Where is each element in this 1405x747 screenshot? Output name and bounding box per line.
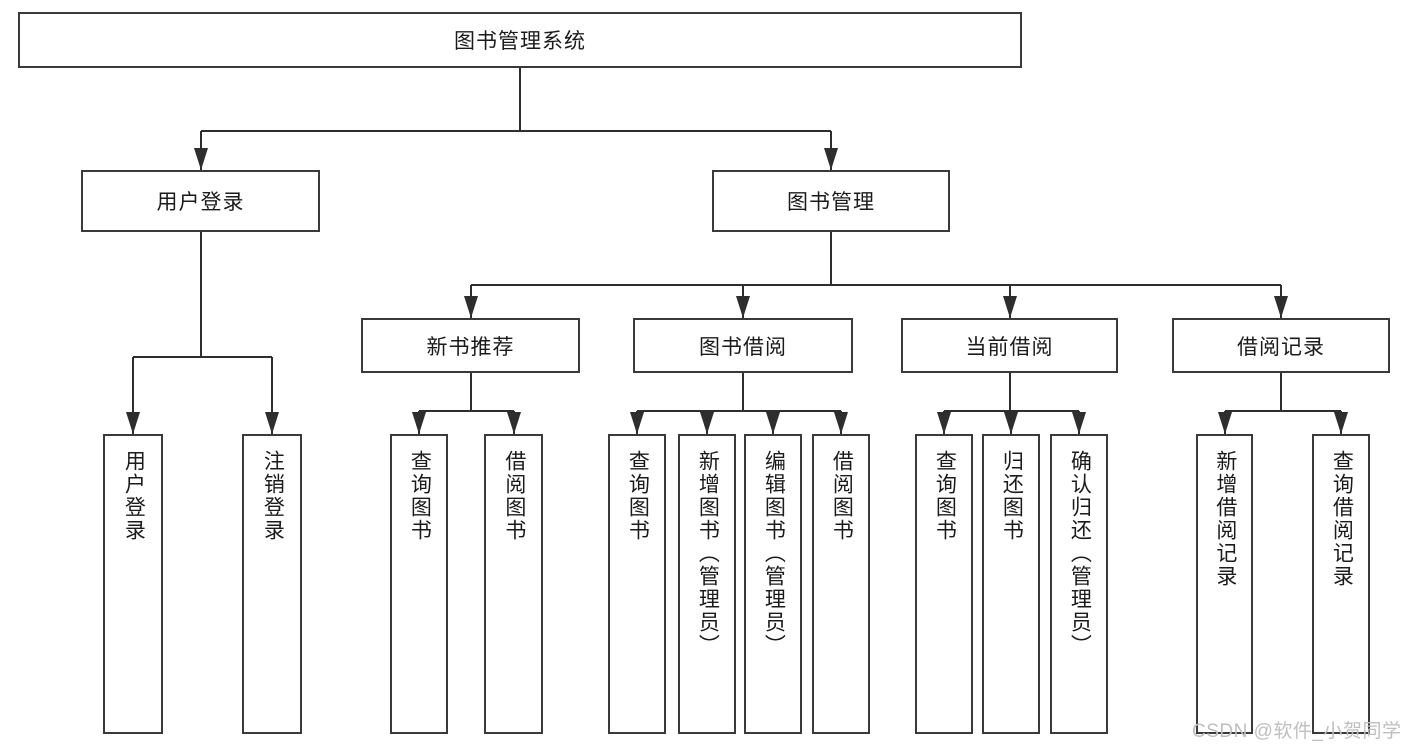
node-label: 图书借阅: [699, 335, 787, 359]
node-leaf-confirm-return: 确认归还（管理员）: [1050, 434, 1108, 734]
node-leaf-add-book: 新增图书（管理员）: [678, 434, 736, 734]
edge-stem-1: [199, 232, 202, 357]
node-new-book-rec: 新书推荐: [361, 318, 580, 373]
arrowhead-icon: [834, 412, 848, 434]
node-leaf-query-book-3: 查询图书: [915, 434, 973, 734]
node-current-borrow: 当前借阅: [901, 318, 1118, 373]
edge-bus-3: [419, 410, 514, 412]
edge-bus-2: [470, 284, 1281, 286]
node-leaf-query-record: 查询借阅记录: [1312, 434, 1370, 734]
node-leaf-query-book-2: 查询图书: [608, 434, 666, 734]
node-label: 新书推荐: [426, 335, 515, 359]
node-label: 查询图书: [408, 450, 432, 542]
edge-stem-3: [469, 373, 472, 411]
arrowhead-icon: [824, 148, 838, 170]
edge-stem-0: [519, 68, 521, 131]
node-leaf-return-book: 归还图书: [982, 434, 1040, 734]
arrowhead-icon: [937, 412, 951, 434]
node-leaf-logout: 注销登录: [242, 434, 302, 734]
arrowhead-icon: [463, 296, 478, 318]
node-label: 用户登录: [156, 191, 245, 214]
node-label: 确认归还（管理员）: [1068, 450, 1092, 657]
node-book-borrow: 图书借阅: [633, 318, 853, 373]
node-label: 查询图书: [933, 450, 957, 542]
node-label: 借阅图书: [830, 450, 854, 542]
node-leaf-query-book-1: 查询图书: [390, 434, 448, 734]
arrowhead-icon: [265, 412, 279, 434]
node-leaf-user-login: 用户登录: [103, 434, 163, 734]
node-label: 图书管理: [787, 191, 875, 214]
edge-stem-4: [742, 373, 744, 411]
edge-bus-4: [637, 410, 841, 412]
node-label: 查询图书: [626, 450, 650, 542]
node-label: 借阅记录: [1237, 335, 1325, 359]
node-label: 归还图书: [1000, 450, 1024, 542]
node-label: 新增图书（管理员）: [696, 450, 720, 657]
node-label: 借阅图书: [502, 450, 526, 542]
watermark-text: CSDN @软件_小贺同学: [1192, 721, 1402, 742]
arrowhead-icon: [193, 148, 208, 170]
node-leaf-edit-book: 编辑图书（管理员）: [744, 434, 802, 734]
node-book-mgmt: 图书管理: [712, 170, 950, 232]
edge-bus-1: [133, 356, 272, 358]
edge-stem-5: [1008, 373, 1011, 411]
arrowhead-icon: [1004, 412, 1018, 434]
arrowhead-icon: [1002, 296, 1017, 318]
edge-bus-6: [1224, 410, 1341, 412]
node-label: 编辑图书（管理员）: [762, 450, 786, 657]
arrowhead-icon: [1274, 296, 1288, 318]
node-leaf-borrow-book-2: 借阅图书: [812, 434, 870, 734]
node-label: 注销登录: [261, 450, 285, 542]
arrowhead-icon: [1334, 412, 1348, 434]
node-label: 当前借阅: [965, 335, 1054, 359]
node-label: 用户登录: [122, 450, 146, 542]
edge-stem-2: [830, 232, 832, 285]
edge-bus-0: [200, 130, 831, 132]
node-borrow-record: 借阅记录: [1172, 318, 1390, 373]
edge-stem-6: [1280, 373, 1282, 411]
arrowhead-icon: [1217, 412, 1232, 434]
node-root: 图书管理系统: [18, 12, 1022, 68]
node-label: 查询借阅记录: [1330, 450, 1354, 588]
arrowhead-icon: [1072, 412, 1086, 434]
node-leaf-add-record: 新增借阅记录: [1196, 434, 1253, 734]
edge-drop-1-0: [132, 357, 134, 434]
node-label: 图书管理系统: [454, 30, 586, 53]
node-user-login: 用户登录: [81, 170, 320, 232]
arrowhead-icon: [766, 412, 780, 434]
arrowhead-icon: [736, 296, 750, 318]
arrowhead-icon: [506, 412, 521, 434]
arrowhead-icon: [630, 412, 644, 434]
node-leaf-borrow-book-1: 借阅图书: [484, 434, 543, 734]
node-label: 新增借阅记录: [1213, 450, 1237, 588]
arrowhead-icon: [700, 412, 714, 434]
arrowhead-icon: [126, 412, 140, 434]
edge-drop-1-1: [271, 357, 273, 434]
arrowhead-icon: [412, 412, 426, 434]
